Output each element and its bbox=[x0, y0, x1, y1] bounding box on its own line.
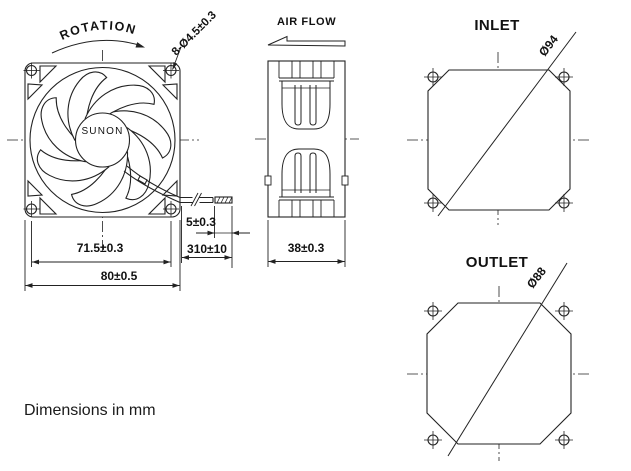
outlet-diameter-line bbox=[447, 262, 568, 457]
mounting-hole bbox=[555, 431, 573, 449]
mounting-hole bbox=[424, 302, 442, 320]
units-note: Dimensions in mm bbox=[24, 402, 156, 419]
mounting-hole bbox=[555, 68, 573, 86]
hole-callout-leader bbox=[172, 46, 182, 70]
airflow-arrow bbox=[267, 35, 346, 47]
inlet-view bbox=[407, 31, 589, 225]
side-notch-left bbox=[264, 175, 272, 186]
wire-break-gap bbox=[192, 194, 200, 206]
inlet-title: INLET bbox=[474, 17, 520, 34]
outlet-title: OUTLET bbox=[465, 254, 529, 271]
side-bottom-ribs bbox=[278, 196, 335, 217]
rotation-arrow bbox=[51, 39, 145, 54]
rotation-label: ROTATION bbox=[58, 18, 139, 42]
side-notch-right bbox=[341, 175, 349, 186]
mounting-hole bbox=[424, 431, 442, 449]
side-top-blade bbox=[281, 81, 331, 130]
mounting-hole bbox=[424, 194, 442, 212]
side-top-ribs bbox=[278, 61, 335, 82]
corner-gussets bbox=[27, 65, 178, 215]
hub-circle bbox=[74, 112, 131, 168]
outlet-mounting-holes bbox=[424, 302, 573, 449]
mounting-hole bbox=[163, 201, 179, 217]
dim-hole-pitch: 71.5±0.3 bbox=[76, 241, 124, 255]
inlet-diameter-line bbox=[437, 31, 577, 217]
brand-label: SUNON bbox=[81, 126, 123, 137]
side-bottom-blade bbox=[281, 148, 331, 197]
mounting-hole bbox=[555, 194, 573, 212]
leader-arrowhead bbox=[172, 62, 178, 70]
side-dimensions bbox=[267, 220, 346, 267]
mounting-hole bbox=[555, 302, 573, 320]
side-frame bbox=[267, 60, 346, 218]
bare-lead-end bbox=[214, 196, 233, 204]
dim-frame-width: 80±0.5 bbox=[100, 269, 138, 283]
outlet-view bbox=[407, 262, 589, 461]
airflow-label: AIR FLOW bbox=[277, 16, 337, 28]
front-dimensions bbox=[24, 206, 250, 291]
mounting-hole bbox=[424, 68, 442, 86]
lead-wires bbox=[123, 165, 233, 207]
mounting-hole bbox=[23, 201, 40, 217]
venturi-circle bbox=[29, 66, 176, 214]
wire-break-mark bbox=[190, 192, 199, 207]
inlet-mounting-holes bbox=[424, 68, 573, 212]
front-view bbox=[7, 39, 233, 251]
dim-lead-strip: 5±0.3 bbox=[186, 215, 216, 229]
inlet-octagon bbox=[427, 69, 571, 211]
dim-lead-length: 310±10 bbox=[187, 242, 227, 256]
rotation-arrowhead bbox=[135, 42, 145, 48]
side-view bbox=[255, 35, 359, 218]
dim-frame-depth: 38±0.3 bbox=[287, 241, 325, 255]
wire-break-mark bbox=[194, 192, 202, 207]
mounting-hole bbox=[23, 62, 40, 79]
